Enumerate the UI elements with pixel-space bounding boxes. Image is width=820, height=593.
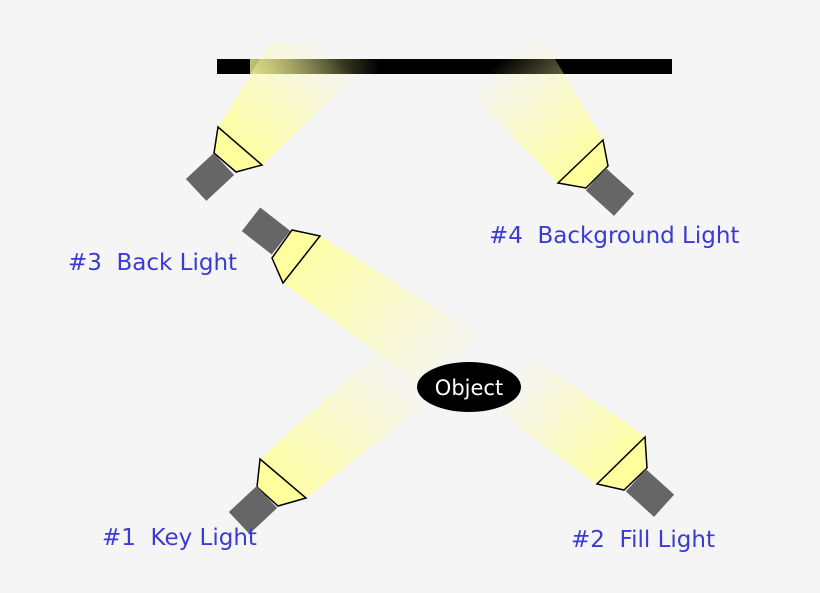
background-light-fixture	[556, 138, 635, 216]
spotlight-body	[625, 469, 675, 517]
key-light-fixture	[228, 457, 308, 534]
label-key-light: #1 Key Light	[102, 525, 257, 551]
side-light-fixture	[241, 207, 322, 285]
back-light-fixture	[185, 125, 264, 201]
spotlight-icon	[556, 138, 609, 189]
fill-light-beam	[495, 355, 645, 484]
spotlight-icon	[256, 457, 308, 507]
object-ellipse	[417, 362, 521, 412]
spotlight-icon	[213, 125, 264, 173]
back-light-beam	[218, 42, 390, 165]
spotlight-body	[241, 207, 291, 255]
spotlight-icon	[271, 229, 322, 285]
label-back-light: #3 Back Light	[68, 250, 237, 276]
spotlight-body	[585, 168, 635, 216]
object-label: Object	[435, 376, 503, 400]
background-light-beam	[420, 42, 603, 183]
label-fill-light: #2 Fill Light	[571, 527, 715, 553]
spotlight-body	[185, 153, 235, 201]
key-light-beam	[260, 345, 450, 498]
top-light-beam	[283, 236, 480, 392]
label-background-light: #4 Background Light	[489, 223, 739, 249]
fill-light-fixture	[595, 435, 675, 517]
spotlight-icon	[595, 435, 648, 491]
spotlight-body	[228, 486, 278, 534]
